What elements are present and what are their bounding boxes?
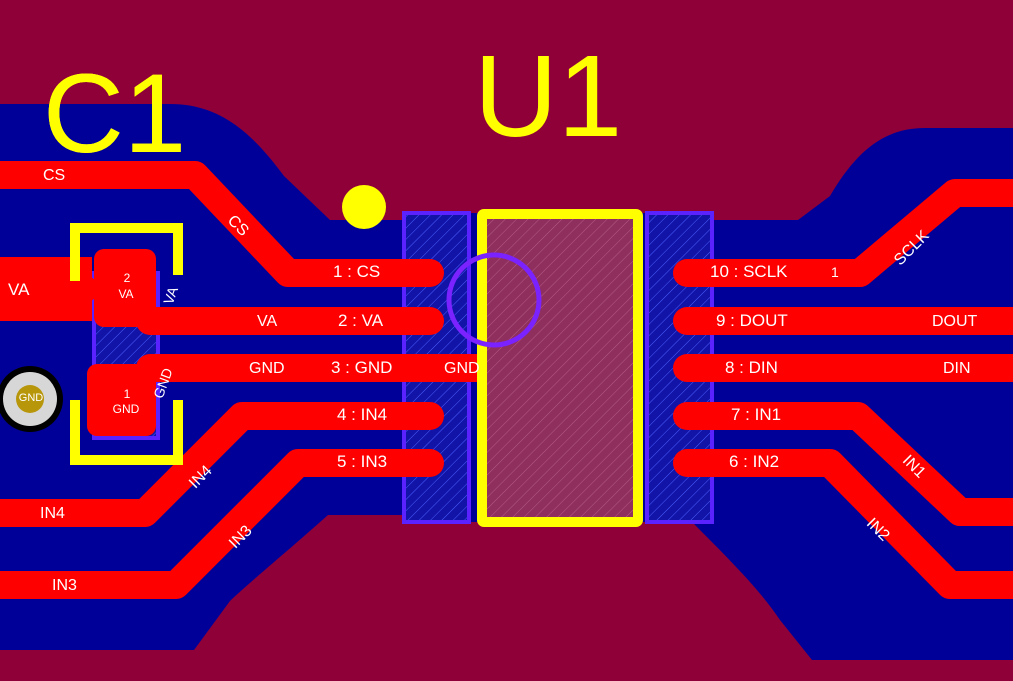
c1-pad-1-net: GND <box>112 402 140 416</box>
trace-in2 <box>673 449 1013 599</box>
u1-pin-7-label: 7 : IN1 <box>731 405 782 424</box>
u1-pin-2-label: 2 : VA <box>338 311 384 330</box>
net-gnd-mid-label: GND <box>249 360 285 377</box>
gnd-via-drill <box>16 385 44 413</box>
net-va-left-label: VA <box>8 280 30 299</box>
c1-pad-2[interactable] <box>94 249 156 327</box>
net-in3-left-label: IN3 <box>52 577 77 594</box>
c1-designator: C1 <box>43 51 187 176</box>
u1-pin-10-label: 10 : SCLK <box>710 262 788 281</box>
u1-pin1-dot <box>342 185 386 229</box>
trace-sclk <box>673 179 1013 287</box>
u1-pin-1-label: 1 : CS <box>333 262 381 281</box>
u1-pin1-marker-circle <box>446 252 542 348</box>
u1-silkscreen-outline <box>477 209 643 527</box>
u1-designator: U1 <box>474 31 623 161</box>
u1-pin-3-label: 3 : GND <box>331 358 393 377</box>
net-cs-left-label: CS <box>43 167 66 184</box>
net-gnd-via-label: GND <box>18 392 44 404</box>
trace-in1 <box>673 402 1013 526</box>
u1-pin-8-label: 8 : DIN <box>725 358 778 377</box>
net-gnd-u1-label: GND <box>444 360 480 377</box>
net-dout-right-label: DOUT <box>932 313 978 330</box>
c1-pad-1[interactable] <box>87 364 156 436</box>
u1-pin-5-label: 5 : IN3 <box>337 452 388 471</box>
trace-in4 <box>0 402 444 527</box>
u1-pin-6-label: 6 : IN2 <box>729 452 780 471</box>
trace-cs <box>0 161 444 287</box>
trace-in3 <box>0 449 444 599</box>
c1-silkscreen <box>70 223 183 465</box>
c1-pad-2-number: 2 <box>123 271 131 285</box>
net-sclk-fragment-label: 1 <box>831 264 839 280</box>
c1-pad-2-net: VA <box>118 287 134 301</box>
net-va-mid-label: VA <box>257 313 278 330</box>
net-in4-left-label: IN4 <box>40 505 65 522</box>
u1-pin-4-label: 4 : IN4 <box>337 405 388 424</box>
c1-pad-1-number: 1 <box>123 387 131 401</box>
u1-pin-9-label: 9 : DOUT <box>716 311 788 330</box>
u1-body-fill <box>483 216 636 520</box>
net-din-right-label: DIN <box>943 360 971 377</box>
